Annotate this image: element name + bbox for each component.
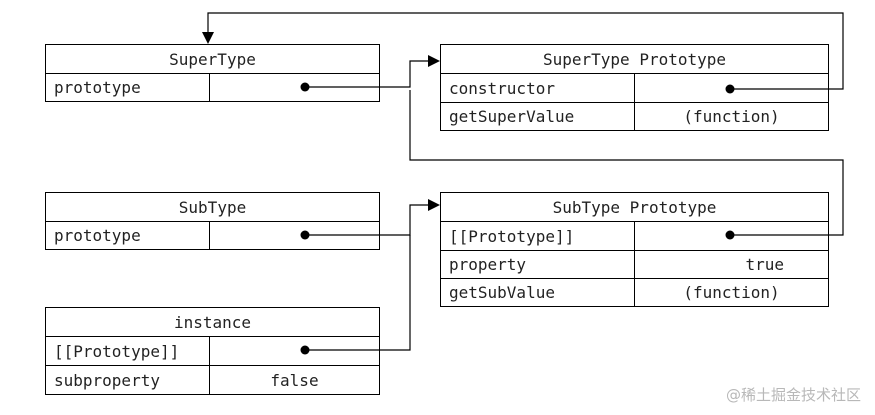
subtype-prototype-internal-key: [[Prototype]] [441,222,635,250]
subtype-prototype-dot [300,230,310,240]
getsubvalue-key: getSubValue [441,279,635,306]
supertype-prototype-row-getsupervalue: getSuperValue (function) [441,103,828,130]
supertype-prototype-row-constructor: constructor [441,74,828,103]
instance-row-subproperty: subproperty false [46,366,379,394]
subtype-proto-chain-arrow [409,90,844,236]
subproperty-value: false [270,370,319,390]
subtype-box: SubType prototype [45,192,380,250]
constructor-back-arrow [207,12,844,90]
supertype-row-prototype: prototype [46,74,379,101]
subtype-prototype-row-getsubvalue: getSubValue (function) [441,279,828,306]
subtype-prototype-box: SubType Prototype [[Prototype]] property… [440,192,829,307]
subtype-row-prototype: prototype [46,222,379,249]
getsubvalue-value: (function) [683,283,780,302]
instance-box: instance [[Prototype]] subproperty false [45,307,380,395]
getsupervalue-value: (function) [683,107,780,126]
supertype-box: SuperType prototype [45,44,380,102]
arrowhead-to-subtype-prototype [428,199,440,211]
subtype-to-prototype-arrow [305,204,430,236]
watermark: @稀土掘金技术社区 [725,386,861,404]
instance-proto-arrow [305,235,411,351]
supertype-title: SuperType [46,45,379,74]
property-key: property [441,251,635,278]
supertype-to-prototype-arrow [305,60,430,88]
subtype-prototype-row-property: property true [441,251,828,279]
getsupervalue-key: getSuperValue [441,103,635,130]
instance-prototype-key: [[Prototype]] [46,337,210,365]
subproperty-key: subproperty [46,366,210,394]
arrowhead-to-supertype [202,32,214,44]
supertype-prototype-key: prototype [46,74,210,101]
constructor-key: constructor [441,74,635,102]
subtype-proto-chain-dot [725,230,735,240]
instance-row-prototype: [[Prototype]] [46,337,379,366]
supertype-prototype-title: SuperType Prototype [441,45,828,74]
supertype-prototype-dot [300,82,310,92]
arrowhead-to-supertype-prototype [428,55,440,67]
subtype-prototype-row-prototype: [[Prototype]] [441,222,828,251]
constructor-dot [725,84,735,94]
subtype-prototype-key: prototype [46,222,210,249]
subtype-title: SubType [46,193,379,222]
instance-title: instance [46,308,379,337]
instance-prototype-dot [300,345,310,355]
supertype-prototype-box: SuperType Prototype constructor getSuper… [440,44,829,131]
subtype-prototype-title: SubType Prototype [441,193,828,222]
property-value: true [745,255,784,274]
